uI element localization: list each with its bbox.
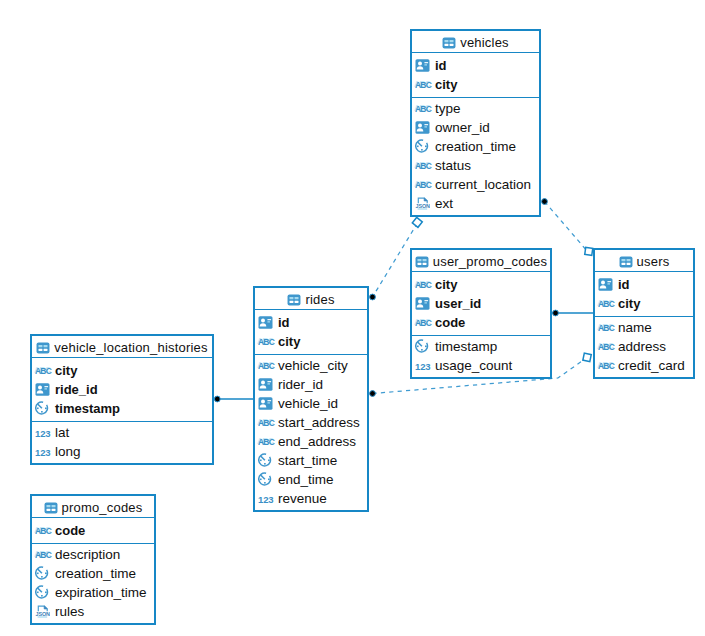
svg-text:JSON: JSON [36,611,50,617]
svg-text:JSON: JSON [416,203,430,209]
